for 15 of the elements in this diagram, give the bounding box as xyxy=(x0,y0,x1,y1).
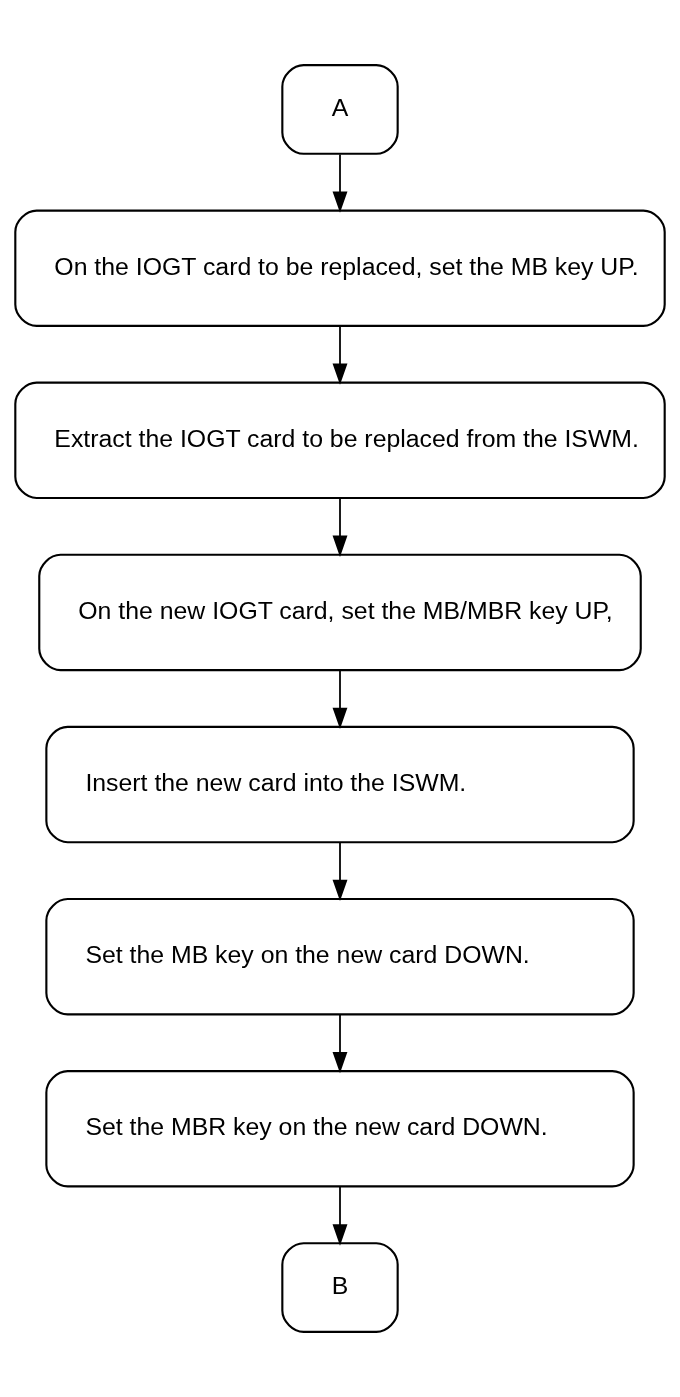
node-box: B xyxy=(281,1242,399,1333)
arrow xyxy=(332,497,348,557)
arrow xyxy=(332,325,348,385)
node-box: Set the MB key on the new card DOWN. xyxy=(45,897,635,1016)
arrow xyxy=(332,1013,348,1074)
node-box: Set the MBR key on the new card DOWN. xyxy=(45,1070,635,1188)
arrow xyxy=(332,669,348,729)
node-box: A xyxy=(281,64,399,155)
arrow xyxy=(332,1185,348,1246)
node-box: Insert the new card into the ISWM. xyxy=(45,725,635,844)
node-box: Extract the IOGT card to be replaced from the ISWM. xyxy=(14,381,666,500)
node-box: On the new IOGT card, set the MB/MBR key UP, xyxy=(38,553,642,672)
node-box: On the IOGT card to be replaced, set the MB key UP. xyxy=(14,209,666,327)
arrow xyxy=(332,841,348,902)
arrow xyxy=(332,153,348,213)
